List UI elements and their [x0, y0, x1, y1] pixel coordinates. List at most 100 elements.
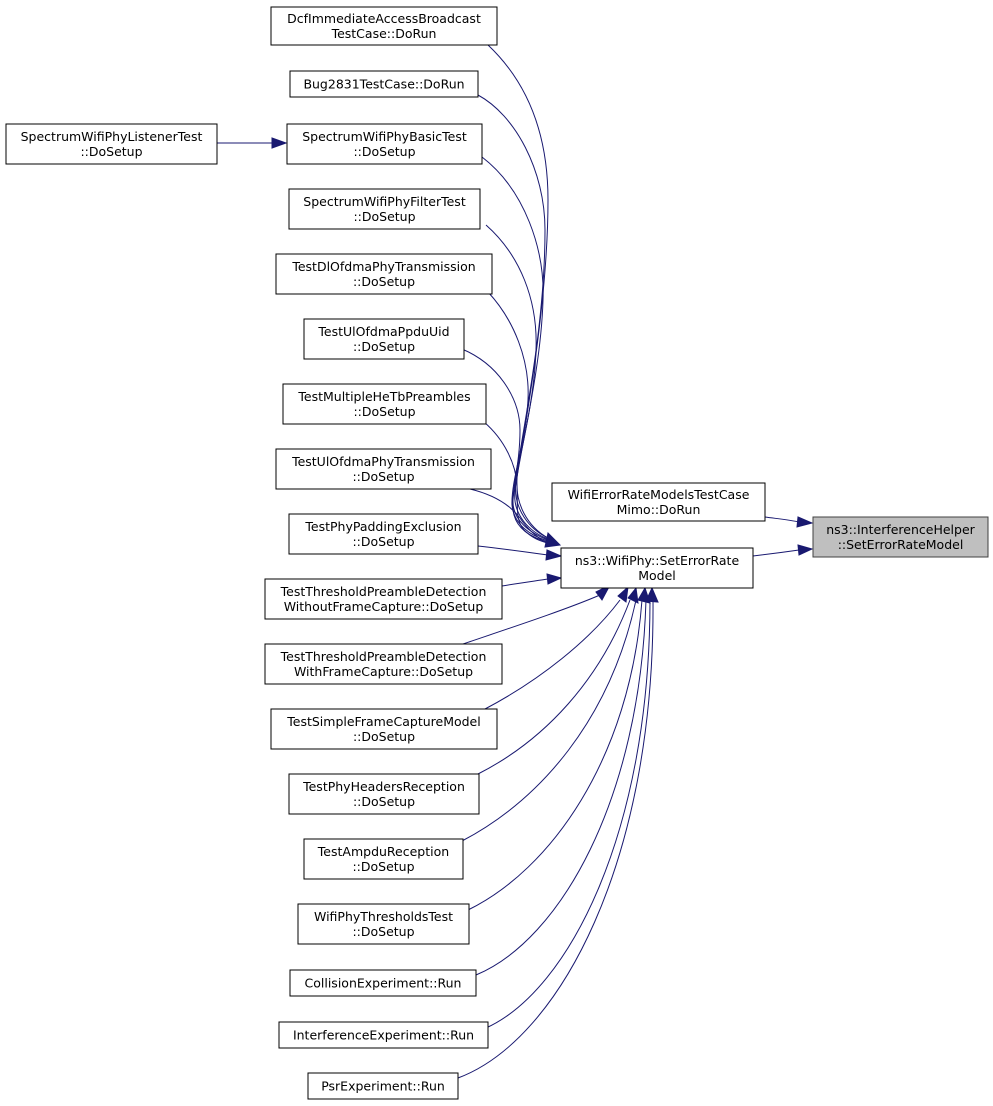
node-box	[275, 448, 492, 490]
node-label-line: SpectrumWifiPhyBasicTest	[302, 129, 467, 144]
edge-psr	[457, 599, 654, 1079]
node-label-line: InterferenceExperiment::Run	[293, 1028, 474, 1043]
node-label-line: TestThresholdPreambleDetection	[280, 584, 487, 599]
node-label-line: ::DoSetup	[353, 729, 415, 744]
edge-collision	[475, 599, 647, 976]
arrow-thr-without	[546, 573, 563, 585]
arrow-bottom-cluster-2	[617, 585, 629, 603]
node-label-line: TestSimpleFrameCaptureModel	[286, 714, 480, 729]
node-label-line: ns3::InterferenceHelper	[826, 522, 975, 537]
node-box	[560, 547, 754, 589]
node-label-line: ::DoSetup	[353, 274, 415, 289]
node-box	[286, 123, 483, 165]
arrow-wifi-error	[796, 516, 814, 528]
node-box	[288, 188, 481, 230]
node-label-line: TestThresholdPreambleDetection	[280, 649, 487, 664]
arrow-listener	[271, 137, 288, 149]
node-thr-without[interactable]: TestThresholdPreambleDetectionWithoutFra…	[264, 578, 503, 620]
node-box	[812, 516, 989, 558]
node-basic[interactable]: SpectrumWifiPhyBasicTest::DoSetup	[286, 123, 483, 165]
node-hetb[interactable]: TestMultipleHeTbPreambles::DoSetup	[282, 383, 487, 425]
node-ulppdu[interactable]: TestUlOfdmaPpduUid::DoSetup	[303, 318, 465, 360]
node-thresholds[interactable]: WifiPhyThresholdsTest::DoSetup	[297, 903, 470, 945]
node-bug2831[interactable]: Bug2831TestCase::DoRun	[289, 70, 479, 98]
arrow-cluster	[544, 531, 562, 548]
node-label-line: ::DoSetup	[352, 859, 414, 874]
node-label-line: TestUlOfdmaPhyTransmission	[291, 454, 475, 469]
node-box	[303, 838, 464, 880]
node-box	[270, 708, 498, 750]
arrow-padding	[545, 549, 563, 561]
edge-filter	[485, 224, 549, 541]
node-label-line: PsrExperiment::Run	[321, 1079, 445, 1094]
node-filter[interactable]: SpectrumWifiPhyFilterTest::DoSetup	[288, 188, 481, 230]
node-box	[282, 383, 487, 425]
node-box	[270, 6, 498, 46]
node-box	[551, 482, 766, 522]
node-thr-with[interactable]: TestThresholdPreambleDetectionWithFrameC…	[264, 643, 503, 685]
node-label-line: TestMultipleHeTbPreambles	[297, 389, 470, 404]
node-label-line: ::DoSetup	[353, 339, 415, 354]
node-simplecap[interactable]: TestSimpleFrameCaptureModel::DoSetup	[270, 708, 498, 750]
node-ampdu[interactable]: TestAmpduReception::DoSetup	[303, 838, 464, 880]
node-label-line: WifiPhyThresholdsTest	[314, 909, 453, 924]
node-label-line: Bug2831TestCase::DoRun	[303, 77, 464, 92]
node-label-line: Mimo::DoRun	[617, 502, 701, 517]
node-box	[275, 253, 493, 295]
arrow-hub-target	[797, 544, 814, 556]
node-hub[interactable]: ns3::WifiPhy::SetErrorRateModel	[560, 547, 754, 589]
node-label-line: ns3::WifiPhy::SetErrorRate	[575, 553, 740, 568]
node-label-line: WithoutFrameCapture::DoSetup	[284, 599, 484, 614]
edge-thr_with	[462, 594, 601, 645]
node-label-line: ::DoSetup	[353, 144, 415, 159]
edge-simplecap	[484, 599, 621, 710]
node-psr[interactable]: PsrExperiment::Run	[307, 1072, 459, 1100]
node-label-line: TestPhyHeadersReception	[302, 779, 465, 794]
node-label-line: Model	[638, 568, 676, 583]
node-listener[interactable]: SpectrumWifiPhyListenerTest::DoSetup	[5, 123, 218, 165]
node-ulofdma[interactable]: TestUlOfdmaPhyTransmission::DoSetup	[275, 448, 492, 490]
edge-thr_without	[501, 578, 549, 587]
edge-ulofdma	[469, 488, 549, 545]
node-label-line: SpectrumWifiPhyListenerTest	[21, 129, 203, 144]
node-target[interactable]: ns3::InterferenceHelper::SetErrorRateMod…	[812, 516, 989, 558]
node-label-line: ::DoSetup	[80, 144, 142, 159]
node-box	[5, 123, 218, 165]
node-label-line: ::DoSetup	[352, 469, 414, 484]
node-box	[264, 643, 503, 685]
node-label-line: ::DoSetup	[352, 924, 414, 939]
call-graph-nodes: ns3::InterferenceHelper::SetErrorRateMod…	[5, 6, 989, 1100]
edge-ampdu	[461, 599, 637, 842]
node-label-line: SpectrumWifiPhyFilterTest	[303, 194, 466, 209]
node-dlofdma[interactable]: TestDlOfdmaPhyTransmission::DoSetup	[275, 253, 493, 295]
node-label-line: TestPhyPaddingExclusion	[304, 519, 461, 534]
node-box	[303, 318, 465, 360]
node-box	[297, 903, 470, 945]
node-box	[307, 1072, 459, 1100]
node-label-line: WithFrameCapture::DoSetup	[294, 664, 473, 679]
node-label-line: TestDlOfdmaPhyTransmission	[291, 259, 475, 274]
node-label-line: ::DoSetup	[353, 209, 415, 224]
node-box	[278, 1021, 489, 1049]
node-box	[288, 773, 480, 815]
node-label-line: DcfImmediateAccessBroadcast	[287, 11, 481, 26]
edge-wifi_error	[764, 516, 800, 523]
node-dcf[interactable]: DcfImmediateAccessBroadcastTestCase::DoR…	[270, 6, 498, 46]
node-box	[289, 70, 479, 98]
node-label-line: TestCase::DoRun	[331, 26, 437, 41]
node-collision[interactable]: CollisionExperiment::Run	[289, 969, 477, 997]
edge-bug2831	[477, 94, 549, 539]
node-label-line: ::DoSetup	[353, 404, 415, 419]
node-label-line: TestAmpduReception	[317, 844, 449, 859]
node-headers[interactable]: TestPhyHeadersReception::DoSetup	[288, 773, 480, 815]
node-interference[interactable]: InterferenceExperiment::Run	[278, 1021, 489, 1049]
node-label-line: ::DoSetup	[353, 794, 415, 809]
node-label-line: WifiErrorRateModelsTestCase	[568, 487, 750, 502]
node-padding[interactable]: TestPhyPaddingExclusion::DoSetup	[288, 513, 479, 555]
edge-hub_target	[752, 549, 800, 557]
edge-hetb	[483, 421, 549, 544]
node-label-line: CollisionExperiment::Run	[305, 976, 462, 991]
node-box	[289, 969, 477, 997]
